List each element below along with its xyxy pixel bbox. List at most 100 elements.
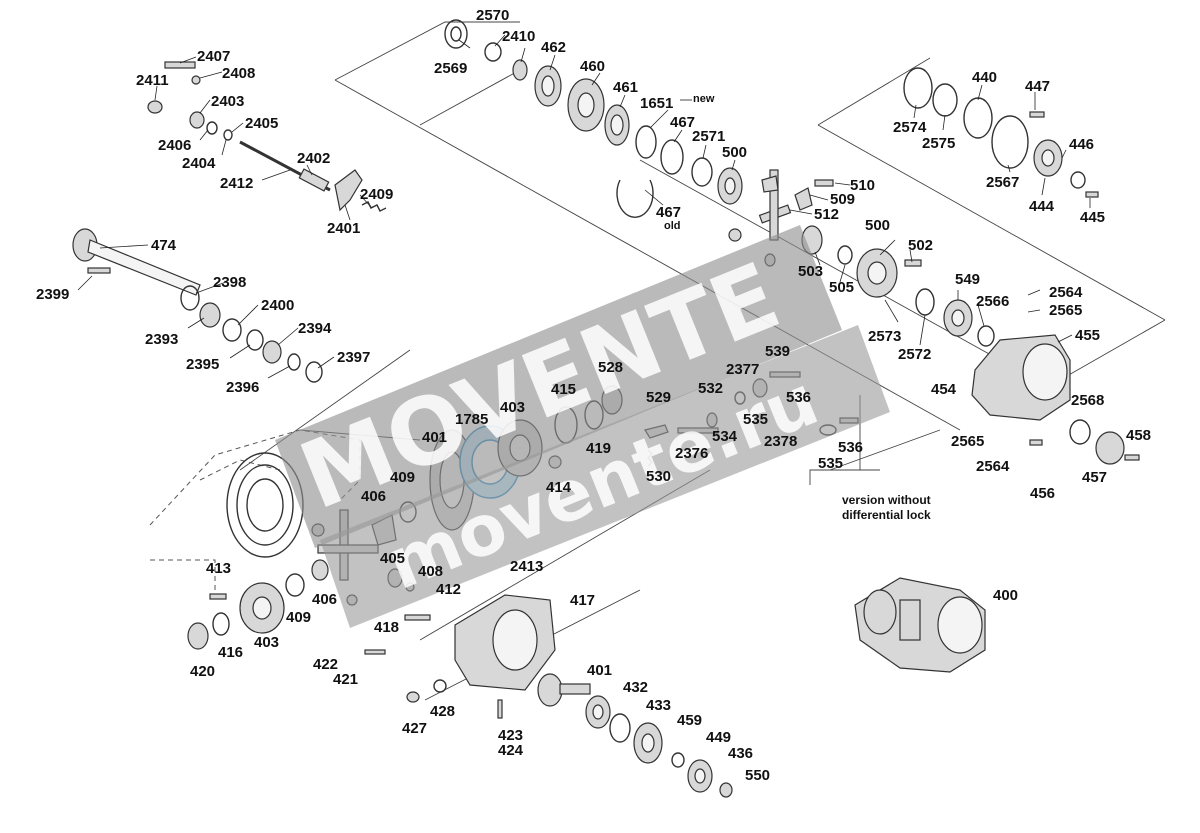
label-549: 549 xyxy=(955,271,980,288)
label-427: 427 xyxy=(402,720,427,737)
note-version-line2: differential lock xyxy=(842,508,931,522)
label-2376: 2376 xyxy=(675,445,708,462)
label-432: 432 xyxy=(623,679,648,696)
label-467-old: 467 xyxy=(656,204,681,221)
label-457: 457 xyxy=(1082,469,1107,486)
label-461: 461 xyxy=(613,79,638,96)
label-2395: 2395 xyxy=(186,356,219,373)
label-2565-top: 2565 xyxy=(1049,302,1082,319)
watermark: MOVENTE movente.ru xyxy=(275,225,890,628)
label-433: 433 xyxy=(646,697,671,714)
label-2378: 2378 xyxy=(764,433,797,450)
label-2573: 2573 xyxy=(868,328,901,345)
label-536-bottom: 536 xyxy=(838,439,863,456)
label-445: 445 xyxy=(1080,209,1105,226)
label-2569: 2569 xyxy=(434,60,467,77)
label-418: 418 xyxy=(374,619,399,636)
label-2394: 2394 xyxy=(298,320,332,337)
label-535-bottom: 535 xyxy=(818,455,843,472)
label-421: 421 xyxy=(333,671,358,688)
label-1651: 1651 xyxy=(640,95,673,112)
label-412: 412 xyxy=(436,581,461,598)
label-2409: 2409 xyxy=(360,186,393,203)
label-530: 530 xyxy=(646,468,671,485)
label-2399: 2399 xyxy=(36,286,69,303)
label-2408: 2408 xyxy=(222,65,255,82)
label-456: 456 xyxy=(1030,485,1055,502)
label-428: 428 xyxy=(430,703,455,720)
label-2567: 2567 xyxy=(986,174,1019,191)
label-2410: 2410 xyxy=(502,28,535,45)
label-416: 416 xyxy=(218,644,243,661)
label-2566: 2566 xyxy=(976,293,1009,310)
label-new: new xyxy=(693,93,715,105)
label-459: 459 xyxy=(677,712,702,729)
label-420: 420 xyxy=(190,663,215,680)
label-2413: 2413 xyxy=(510,558,543,575)
label-528: 528 xyxy=(598,359,623,376)
label-401-bottom: 401 xyxy=(587,662,612,679)
label-408: 408 xyxy=(418,563,443,580)
label-2574: 2574 xyxy=(893,119,927,136)
label-2407: 2407 xyxy=(197,48,230,65)
label-539: 539 xyxy=(765,343,790,360)
label-440: 440 xyxy=(972,69,997,86)
label-2570: 2570 xyxy=(476,7,509,24)
part-labels: 2570 2569 2410 462 460 461 1651 new 467 … xyxy=(36,7,1151,784)
label-2411: 2411 xyxy=(136,72,169,89)
label-1785: 1785 xyxy=(455,411,488,428)
label-532: 532 xyxy=(698,380,723,397)
label-413: 413 xyxy=(206,560,231,577)
label-455: 455 xyxy=(1075,327,1100,344)
label-422: 422 xyxy=(313,656,338,673)
label-409-bottom: 409 xyxy=(286,609,311,626)
label-454: 454 xyxy=(931,381,957,398)
label-2572: 2572 xyxy=(898,346,931,363)
label-446: 446 xyxy=(1069,136,1094,153)
label-2404: 2404 xyxy=(182,155,216,172)
leader-lines xyxy=(77,34,1091,379)
label-2403: 2403 xyxy=(211,93,244,110)
label-512: 512 xyxy=(814,206,839,223)
label-500-right: 500 xyxy=(865,217,890,234)
label-2402: 2402 xyxy=(297,150,330,167)
label-460: 460 xyxy=(580,58,605,75)
label-510: 510 xyxy=(850,177,875,194)
label-436: 436 xyxy=(728,745,753,762)
label-500-top: 500 xyxy=(722,144,747,161)
label-400: 400 xyxy=(993,587,1018,604)
label-2398: 2398 xyxy=(213,274,246,291)
label-2377: 2377 xyxy=(726,361,759,378)
label-423: 423 xyxy=(498,727,523,744)
label-536-top: 536 xyxy=(786,389,811,406)
label-2575: 2575 xyxy=(922,135,955,152)
label-529: 529 xyxy=(646,389,671,406)
label-2412: 2412 xyxy=(220,175,253,192)
label-417: 417 xyxy=(570,592,595,609)
label-2568: 2568 xyxy=(1071,392,1104,409)
label-509: 509 xyxy=(830,191,855,208)
label-2564-top: 2564 xyxy=(1049,284,1083,301)
label-467-top: 467 xyxy=(670,114,695,131)
label-474: 474 xyxy=(151,237,177,254)
label-2405: 2405 xyxy=(245,115,278,132)
label-403-top: 403 xyxy=(500,399,525,416)
label-406-top: 406 xyxy=(361,488,386,505)
label-503: 503 xyxy=(798,263,823,280)
label-419: 419 xyxy=(586,440,611,457)
label-449: 449 xyxy=(706,729,731,746)
label-458: 458 xyxy=(1126,427,1151,444)
label-415: 415 xyxy=(551,381,576,398)
label-2565-bottom: 2565 xyxy=(951,433,984,450)
label-2396: 2396 xyxy=(226,379,259,396)
label-2397: 2397 xyxy=(337,349,370,366)
label-2564-bottom: 2564 xyxy=(976,458,1010,475)
label-505: 505 xyxy=(829,279,854,296)
label-2406: 2406 xyxy=(158,137,191,154)
label-409-top: 409 xyxy=(390,469,415,486)
label-535-top: 535 xyxy=(743,411,768,428)
label-424: 424 xyxy=(498,742,524,759)
label-403-bottom: 403 xyxy=(254,634,279,651)
label-2393: 2393 xyxy=(145,331,178,348)
